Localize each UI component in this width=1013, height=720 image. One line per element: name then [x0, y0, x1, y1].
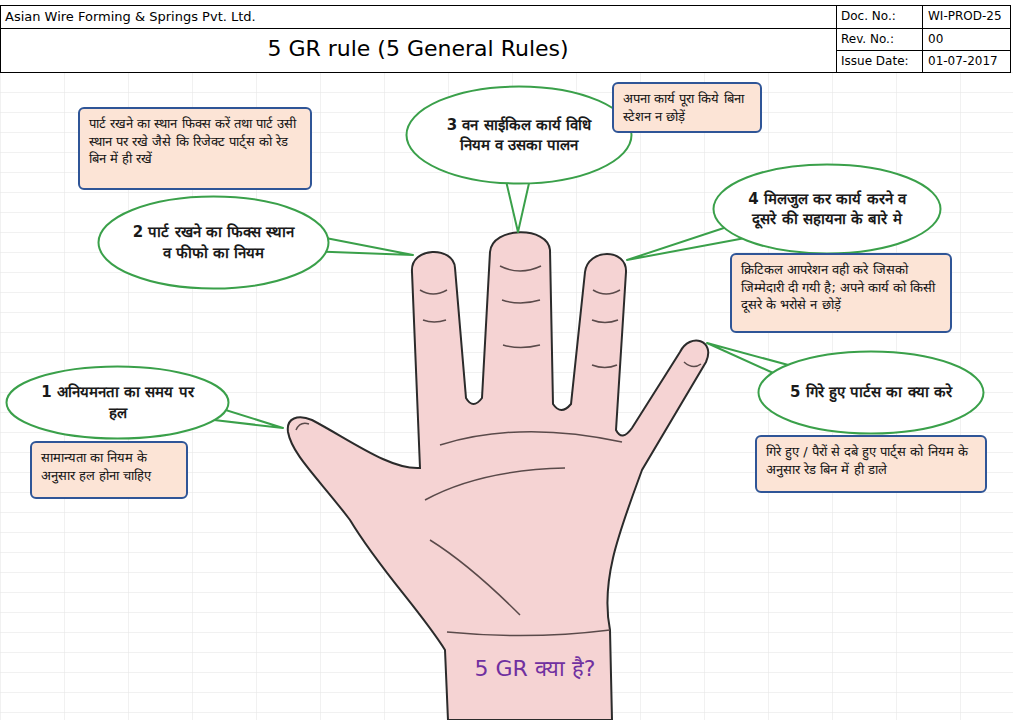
bubble-text: 1 अनियमनता का समय पर हल	[37, 382, 199, 423]
speech-bubble: 1 अनियमनता का समय पर हल	[5, 365, 230, 440]
note-text: क्रिटिकल आपरेशन वही करे जिसको जिम्मेदारी…	[741, 261, 941, 314]
table-cell: WI-PROD-25	[928, 9, 1002, 23]
bubble-ellipse	[407, 87, 632, 184]
note-box: गिरे हुए / पैरों से दबे हुए पार्ट्स को न…	[755, 435, 987, 493]
note-box: सामान्यता का नियम के अनुसार हल होना चाहि…	[30, 441, 188, 499]
bottom-question: 5 GR क्या है?	[475, 652, 596, 682]
sheet-title: 5 GR rule (5 General Rules)	[267, 36, 568, 61]
bubble-outline	[405, 85, 633, 185]
bubble-text: 4 मिलजुल कर कार्य करने व दूसरे की सहायना…	[744, 189, 910, 230]
bubble-ellipse	[99, 197, 329, 289]
bubble-ellipse	[759, 352, 984, 434]
note-text: पार्ट रखने का स्थान फिक्स करें तथा पार्ट…	[89, 115, 301, 168]
note-text: अपना कार्य पूरा किये बिना स्टेशन न छोड़े…	[623, 90, 751, 125]
table-cell: Issue Date:	[841, 54, 909, 68]
bubble-text: 5 गिरे हुए पार्टस का क्या करे	[789, 382, 953, 402]
bubble-text: 2 पार्ट रखने का फिक्स स्थान व फीफो का नि…	[130, 222, 298, 263]
speech-bubble: 2 पार्ट रखने का फिक्स स्थान व फीफो का नि…	[97, 195, 330, 290]
bubble-text: 3 वन साईकिल कार्य विधि नियम व उसका पालन	[437, 115, 601, 156]
note-box: अपना कार्य पूरा किये बिना स्टेशन न छोड़े…	[612, 82, 762, 133]
table-cell: Rev. No.:	[841, 32, 894, 46]
table-cell: 01-07-2017	[928, 54, 998, 68]
table-cell: 00	[928, 32, 943, 46]
bubble-outline	[712, 163, 942, 255]
sheet-grid	[0, 72, 1013, 720]
speech-bubble: 5 गिरे हुए पार्टस का क्या करे	[757, 350, 985, 435]
note-box: क्रिटिकल आपरेशन वही करे जिसको जिम्मेदारी…	[730, 253, 952, 333]
note-text: गिरे हुए / पैरों से दबे हुए पार्ट्स को न…	[766, 443, 976, 478]
speech-bubble: 4 मिलजुल कर कार्य करने व दूसरे की सहायना…	[712, 163, 942, 255]
hand-illustration	[288, 232, 708, 720]
bubble-outline	[97, 195, 330, 290]
bubble-ellipse	[714, 165, 941, 254]
bubble-outline	[5, 365, 230, 440]
note-text: सामान्यता का नियम के अनुसार हल होना चाहि…	[41, 449, 177, 484]
table-cell: Doc. No.:	[841, 9, 896, 23]
speech-bubble: 3 वन साईकिल कार्य विधि नियम व उसका पालन	[405, 85, 633, 185]
company-name: Asian Wire Forming & Springs Pvt. Ltd.	[5, 9, 256, 24]
note-box: पार्ट रखने का स्थान फिक्स करें तथा पार्ट…	[78, 107, 312, 190]
bubble-ellipse	[7, 367, 229, 439]
header-frame	[0, 5, 1011, 73]
